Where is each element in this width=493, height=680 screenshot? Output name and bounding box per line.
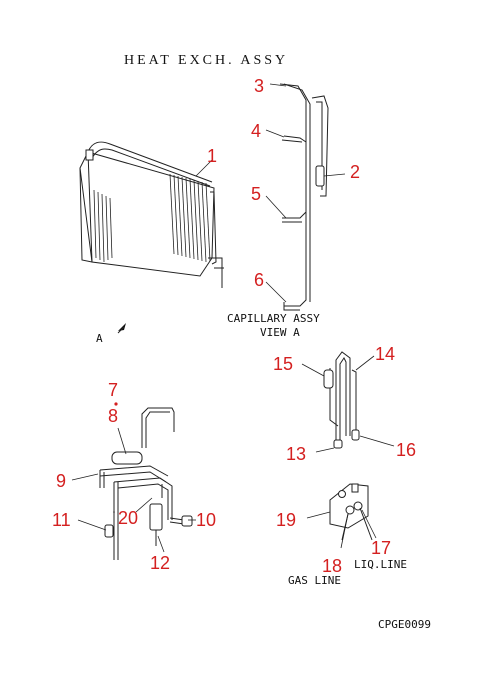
view-a-caption: VIEW A (260, 326, 300, 339)
valve-bracket-drawing (329, 483, 373, 541)
callout-5: 5 (251, 184, 261, 204)
callout-18: 18 (322, 556, 342, 576)
callout-9: 9 (56, 471, 66, 491)
callout-15: 15 (273, 354, 293, 374)
callout-1: 1 (207, 146, 217, 166)
callout-10: 10 (196, 510, 216, 530)
view-a-marker: A (96, 332, 103, 345)
view-arrow-icon (118, 323, 126, 331)
gas-line-caption: GAS LINE (288, 574, 341, 587)
heat-exchanger-drawing (79, 141, 224, 288)
diagram-title: HEAT EXCH. ASSY (124, 53, 288, 68)
liq-line-caption: LIQ.LINE (354, 558, 407, 571)
callout-17: 17 (371, 538, 391, 558)
callout-14: 14 (375, 344, 395, 364)
capillary-assy-caption: CAPILLARY ASSY (227, 312, 320, 325)
capillary-detail-drawing (323, 351, 360, 449)
callout-3: 3 (254, 76, 264, 96)
callout-6: 6 (254, 270, 264, 290)
piping-assy-drawing (99, 407, 193, 560)
callout-7: 7 (108, 380, 118, 400)
callout-8: 8 (108, 406, 118, 426)
drawing-code: CPGE0099 (378, 618, 431, 631)
callout-11: 11 (52, 510, 71, 530)
callout-13: 13 (286, 444, 306, 464)
capillary-assy-drawing (279, 83, 329, 311)
callout-12: 12 (150, 553, 170, 573)
callout-4: 4 (251, 121, 261, 141)
callout-16: 16 (396, 440, 416, 460)
callout-19: 19 (276, 510, 296, 530)
callout-20: 20 (118, 508, 138, 528)
callout-2: 2 (350, 162, 360, 182)
